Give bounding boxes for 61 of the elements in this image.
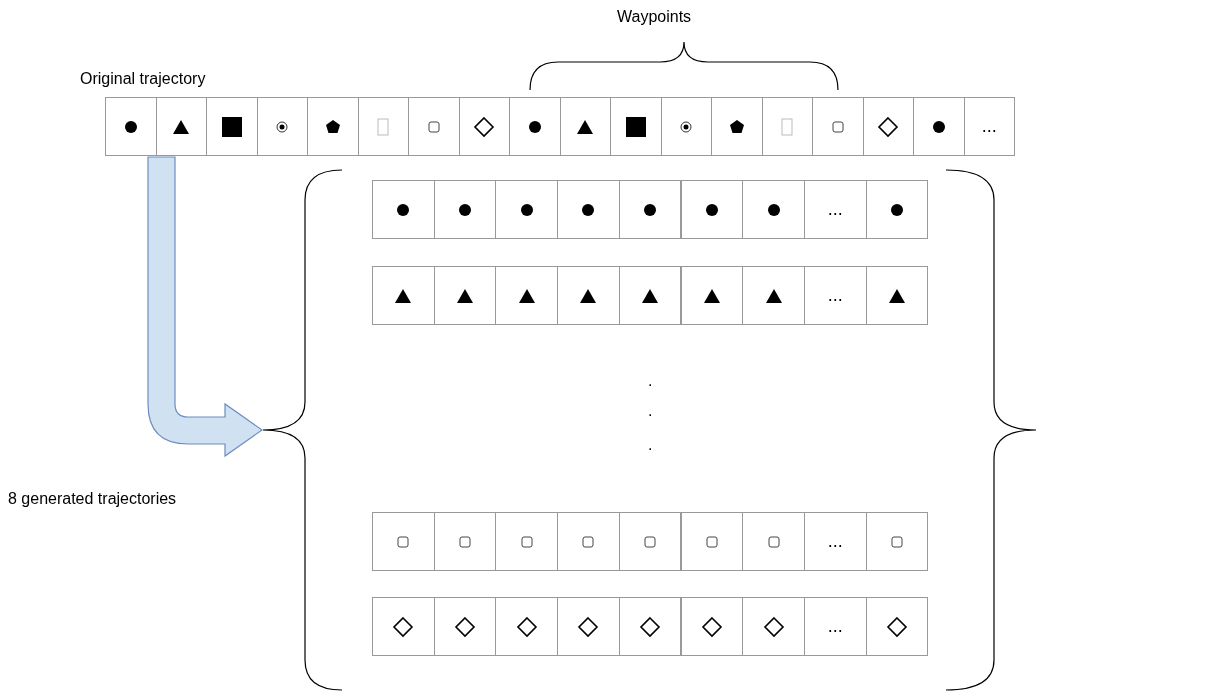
ellipsis-dot: . xyxy=(648,372,653,390)
trajectory-cell xyxy=(865,512,929,571)
trajectory-cell xyxy=(680,597,744,656)
row-heading: Original trajectory xyxy=(80,70,206,88)
trajectory-cell xyxy=(618,512,682,571)
trajectory-cell xyxy=(742,512,805,571)
trajectory-cell xyxy=(812,97,864,156)
trajectory-cell xyxy=(433,597,497,656)
trajectory-cell: ... xyxy=(803,180,867,239)
trajectory-cell xyxy=(913,97,965,156)
trajectory-cell xyxy=(372,512,435,571)
trajectory-cell xyxy=(618,266,682,325)
trajectory-cell xyxy=(557,180,620,239)
trajectory-cell xyxy=(433,180,497,239)
trajectory-cell xyxy=(557,266,620,325)
trajectory-cell xyxy=(618,597,682,656)
trajectory-cell xyxy=(559,97,611,156)
trajectory-cell xyxy=(742,266,805,325)
trajectory-cell xyxy=(865,180,929,239)
trajectory-cell xyxy=(680,512,744,571)
trajectory-cell: ... xyxy=(803,266,867,325)
trajectory-cell xyxy=(495,180,559,239)
trajectory-cell xyxy=(155,97,207,156)
trajectory-cell xyxy=(865,266,929,325)
ellipsis-dot: . xyxy=(648,436,653,454)
trajectory-cell xyxy=(206,97,258,156)
trajectory-cell: ... xyxy=(803,597,867,656)
trajectory-cell xyxy=(742,180,805,239)
trajectory-cell xyxy=(618,180,682,239)
trajectory-cell xyxy=(433,512,497,571)
trajectory-cell xyxy=(509,97,561,156)
trajectory-cell xyxy=(711,97,763,156)
trajectory-cell xyxy=(761,97,813,156)
trajectory-cell xyxy=(557,597,620,656)
trajectory-cell xyxy=(105,97,157,156)
trajectory-cell xyxy=(372,180,435,239)
trajectory-cell xyxy=(495,512,559,571)
caption-text: 8 generated trajectories xyxy=(8,490,177,508)
trajectory-cell xyxy=(680,266,744,325)
trajectory-cell xyxy=(256,97,308,156)
trajectory-cell xyxy=(495,597,559,656)
trajectory-cell xyxy=(862,97,914,156)
trajectory-cell xyxy=(610,97,662,156)
ellipsis-dot: . xyxy=(648,402,653,420)
trajectory-cell xyxy=(742,597,805,656)
block-arrow xyxy=(147,156,263,457)
trajectory-cell xyxy=(307,97,359,156)
bracket-label: Waypoints xyxy=(617,8,692,26)
trajectory-cell xyxy=(372,266,435,325)
trajectory-cell: ... xyxy=(963,97,1015,156)
trajectory-cell xyxy=(680,180,744,239)
trajectory-cell xyxy=(357,97,409,156)
trajectory-cell: ... xyxy=(803,512,867,571)
trajectory-cell xyxy=(408,97,460,156)
trajectory-cell xyxy=(458,97,510,156)
trajectory-cell xyxy=(660,97,712,156)
trajectory-cell xyxy=(372,597,435,656)
trajectory-cell xyxy=(865,597,929,656)
trajectory-cell xyxy=(433,266,497,325)
trajectory-cell xyxy=(557,512,620,571)
trajectory-cell xyxy=(495,266,559,325)
